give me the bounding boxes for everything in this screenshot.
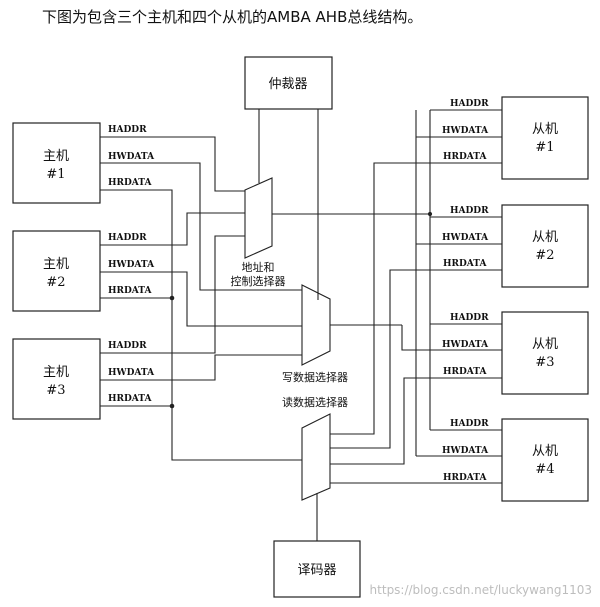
address-control-mux bbox=[244, 177, 273, 259]
slave-1-block: 从机 #1 bbox=[501, 96, 589, 180]
slave-3-name: 从机 bbox=[532, 337, 558, 352]
master-1-block: 主机 #1 bbox=[12, 122, 101, 204]
master-3-number: #3 bbox=[46, 383, 65, 398]
junction-dot bbox=[169, 403, 175, 409]
master-2-number: #2 bbox=[46, 275, 65, 290]
slave-1-name: 从机 bbox=[532, 122, 558, 137]
signal-label-hwdata: HWDATA bbox=[442, 446, 489, 456]
signal-label-haddr: HADDR bbox=[450, 206, 489, 216]
signal-label-haddr: HADDR bbox=[450, 313, 489, 323]
signal-label-hrdata: HRDATA bbox=[108, 286, 152, 296]
arbiter-label: 仲裁器 bbox=[268, 76, 307, 92]
bus-wires bbox=[100, 109, 502, 541]
master-2-block: 主机 #2 bbox=[12, 230, 101, 312]
decoder-block: 译码器 bbox=[273, 540, 361, 598]
signal-label-hrdata: HRDATA bbox=[443, 259, 487, 269]
signal-label-hrdata: HRDATA bbox=[108, 178, 152, 188]
figure-caption: 下图为包含三个主机和四个从机的AMBA AHB总线结构。 bbox=[42, 8, 423, 26]
slave-2-number: #2 bbox=[535, 248, 554, 263]
address-mux-caption-line1: 地址和 bbox=[242, 260, 275, 274]
signal-label-hwdata: HWDATA bbox=[108, 368, 155, 378]
write-mux-caption: 写数据选择器 bbox=[282, 370, 348, 384]
write-data-mux bbox=[301, 284, 331, 366]
signal-label-hwdata: HWDATA bbox=[442, 126, 489, 136]
slave-4-number: #4 bbox=[535, 462, 554, 477]
signal-label-hwdata: HWDATA bbox=[108, 152, 155, 162]
signal-label-hrdata: HRDATA bbox=[443, 473, 487, 483]
watermark: https://blog.csdn.net/luckywang1103 bbox=[370, 583, 592, 597]
slave-2-block: 从机 #2 bbox=[501, 204, 589, 288]
slave-4-block: 从机 #4 bbox=[501, 418, 589, 502]
master-3-name: 主机 bbox=[43, 365, 69, 380]
slave-3-block: 从机 #3 bbox=[501, 311, 589, 395]
signal-label-hwdata: HWDATA bbox=[108, 260, 155, 270]
signal-label-haddr: HADDR bbox=[108, 125, 147, 135]
signal-label-haddr: HADDR bbox=[108, 233, 147, 243]
master-2-name: 主机 bbox=[43, 257, 69, 272]
junction-dot bbox=[169, 295, 175, 301]
signal-label-hwdata: HWDATA bbox=[442, 340, 489, 350]
address-mux-caption-line2: 控制选择器 bbox=[231, 274, 286, 288]
slave-1-number: #1 bbox=[535, 140, 554, 155]
signal-label-haddr: HADDR bbox=[450, 419, 489, 429]
junction-dot bbox=[427, 211, 433, 217]
signal-label-hrdata: HRDATA bbox=[443, 152, 487, 162]
master-3-block: 主机 #3 bbox=[12, 338, 101, 420]
slave-2-name: 从机 bbox=[532, 230, 558, 245]
slave-4-name: 从机 bbox=[532, 444, 558, 459]
read-data-mux bbox=[301, 413, 331, 501]
master-1-name: 主机 bbox=[43, 149, 69, 164]
signal-label-haddr: HADDR bbox=[450, 99, 489, 109]
signal-label-hwdata: HWDATA bbox=[442, 233, 489, 243]
read-mux-caption: 读数据选择器 bbox=[282, 395, 348, 409]
master-1-number: #1 bbox=[46, 167, 65, 182]
slave-3-number: #3 bbox=[535, 355, 554, 370]
signal-label-hrdata: HRDATA bbox=[108, 394, 152, 404]
signal-label-haddr: HADDR bbox=[108, 341, 147, 351]
signal-label-hrdata: HRDATA bbox=[443, 367, 487, 377]
decoder-label: 译码器 bbox=[297, 563, 336, 578]
arbiter-block: 仲裁器 bbox=[244, 56, 333, 110]
